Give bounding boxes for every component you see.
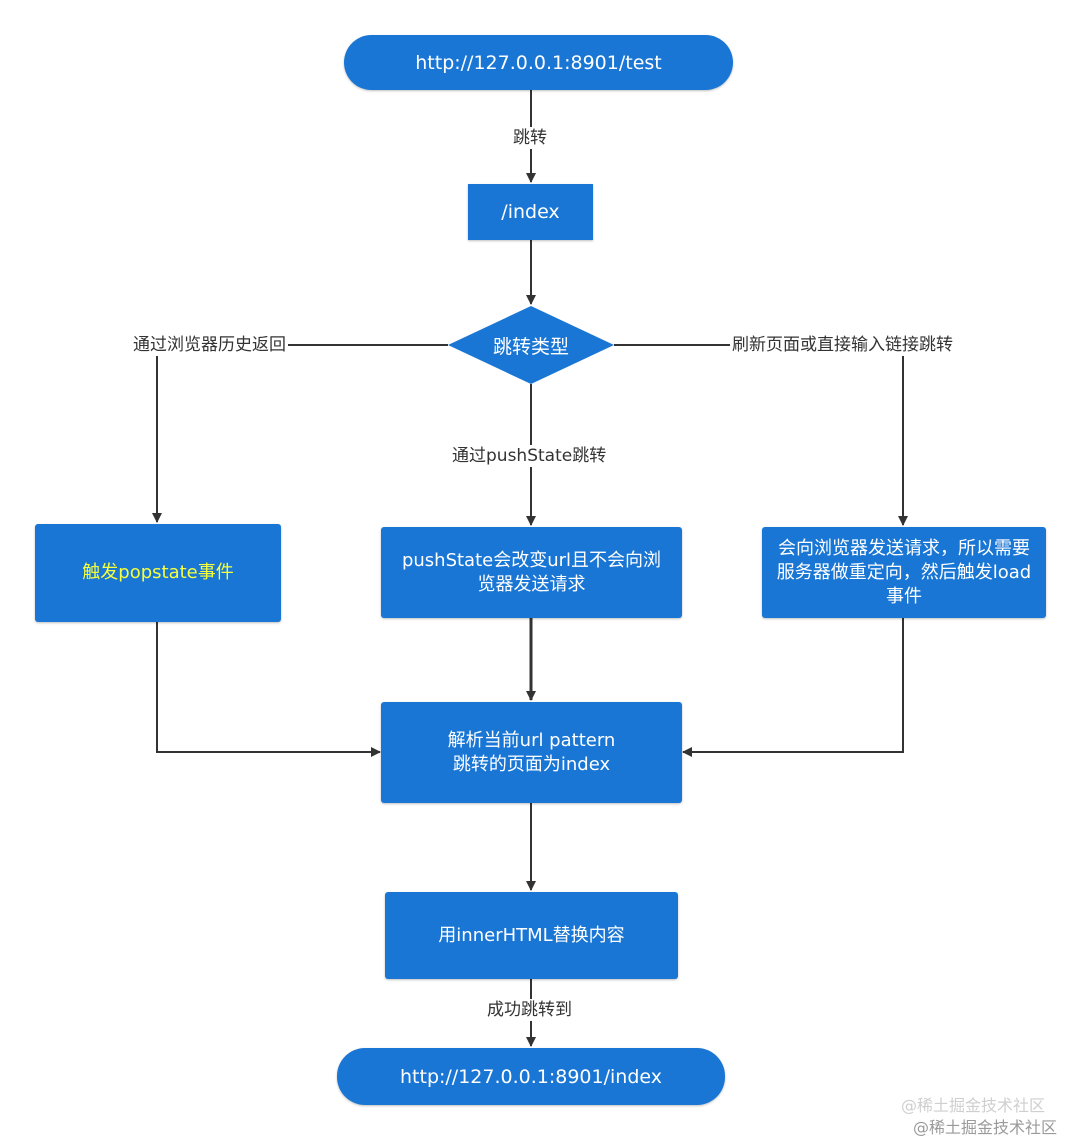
watermark: @稀土掘金技术社区 <box>913 1118 1058 1137</box>
pushstate-node: pushState会改变url且不会向浏览器发送请求 <box>381 527 682 618</box>
edge-label-refresh: 刷新页面或直接输入链接跳转 <box>730 334 955 356</box>
replace-content-node: 用innerHTML替换内容 <box>385 892 678 979</box>
popstate-node: 触发popstate事件 <box>35 524 281 622</box>
edge-label-success: 成功跳转到 <box>485 999 574 1021</box>
edge-right-to-parse <box>682 618 904 757</box>
decision-diamond <box>448 306 614 384</box>
edge-label-pushstate: 通过pushState跳转 <box>450 445 609 467</box>
decision-label: 跳转类型 <box>492 335 569 358</box>
edge-decision-to-right <box>614 344 908 526</box>
server-redirect-node: 会向浏览器发送请求，所以需要服务器做重定向，然后触发load事件 <box>762 527 1046 618</box>
index-node: /index <box>468 184 593 240</box>
edge-label-history-back: 通过浏览器历史返回 <box>131 334 288 356</box>
edge-label-redirect: 跳转 <box>511 127 549 149</box>
end-url-node: http://127.0.0.1:8901/index <box>337 1048 725 1105</box>
watermark-shadow: @稀土掘金技术社区 <box>901 1096 1046 1115</box>
edge-left-to-parse <box>156 622 381 757</box>
edge-decision-to-left <box>152 344 448 523</box>
parse-url-node: 解析当前url pattern 跳转的页面为index <box>381 702 682 803</box>
start-url-node: http://127.0.0.1:8901/test <box>344 35 733 90</box>
